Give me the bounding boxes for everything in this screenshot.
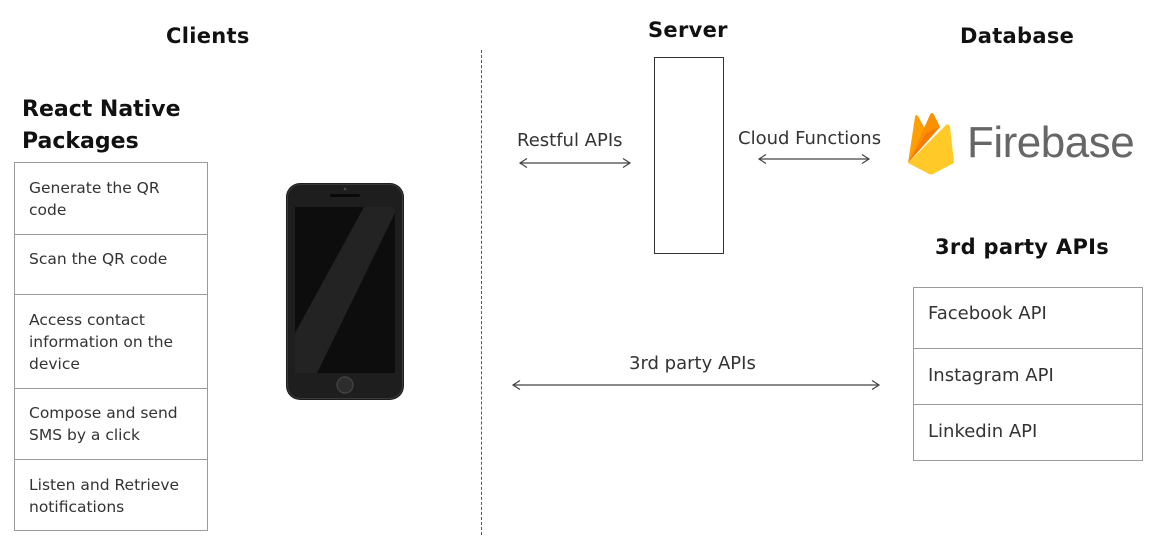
cloud-functions-label: Cloud Functions [738,128,882,149]
smartphone-icon [286,183,404,400]
clients-heading: Clients [166,24,250,48]
server-heading: Server [648,18,728,42]
restful-apis-label: Restful APIs [517,130,623,151]
package-item: Listen and Retrieve notifications [29,476,180,516]
package-item: Generate the QR code [29,179,160,219]
package-box: Scan the QR code [14,234,208,295]
firebase-logo-text: Firebase [967,118,1135,167]
package-box: Access contact information on the device [14,294,208,389]
package-item: Compose and send SMS by a click [29,404,178,444]
instagram-api-label: Instagram API [928,365,1054,386]
third-party-apis-heading: 3rd party APIs [935,235,1110,259]
api-box: Facebook API [913,287,1143,349]
database-heading: Database [960,24,1075,48]
package-box: Compose and send SMS by a click [14,388,208,460]
facebook-api-label: Facebook API [928,303,1047,324]
package-item: Access contact information on the device [29,311,174,373]
package-box: Listen and Retrieve notifications [14,459,208,531]
api-box: Instagram API [913,348,1143,405]
third-party-apis-label: 3rd party APIs [629,353,756,374]
server-box [654,57,724,254]
firebase-flame-icon [908,113,954,175]
package-box: Generate the QR code [14,162,208,235]
linkedin-api-label: Linkedin API [928,421,1038,442]
cloud-functions-arrow [757,153,871,165]
packages-title: React Native Packages [22,97,181,154]
clients-server-divider [481,50,482,535]
restful-apis-arrow [518,157,632,169]
api-box: Linkedin API [913,404,1143,461]
package-item: Scan the QR code [29,250,168,268]
third-party-apis-arrow [511,379,881,391]
